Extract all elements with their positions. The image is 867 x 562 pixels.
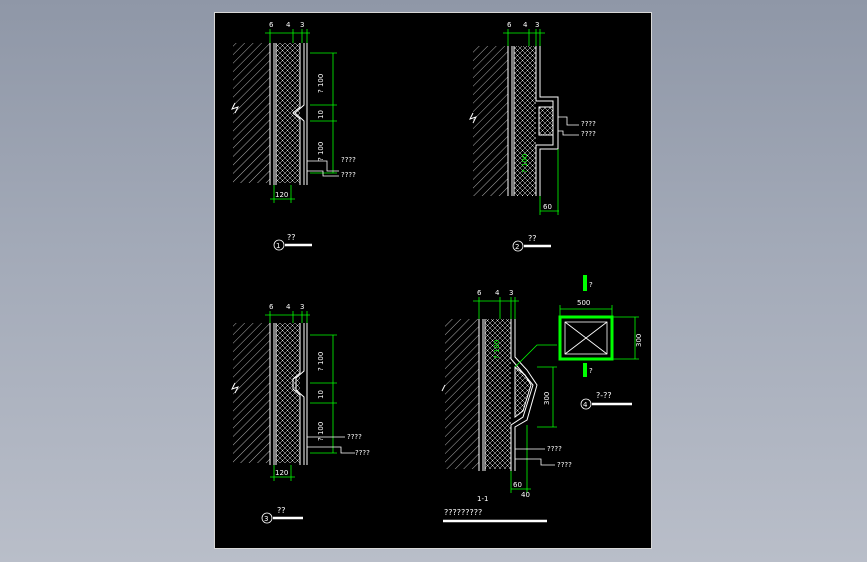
note-1: ???? (341, 156, 356, 164)
insulation-layer (514, 46, 536, 196)
dim-bottom-1: 60 (513, 481, 522, 489)
detail-4 (558, 275, 614, 377)
dim-bottom: 60 (543, 203, 552, 211)
detail-2-labels: 6 4 3 ? 100 60 ???? ???? (507, 21, 596, 211)
marker-1: 1 (276, 242, 280, 250)
title-2: ?? (528, 234, 537, 243)
detail-3-labels: 6 4 3 ? 100 10 ? 100 120 ???? ???? (269, 303, 370, 477)
cad-drawing: 6 4 3 ? 100 10 ? 100 120 ???? ???? 1 ?? (231, 21, 643, 524)
dim-top-3: 3 (509, 289, 513, 297)
detail-2 (469, 46, 559, 196)
insulation-layer (276, 323, 300, 463)
section-mark-bottom-label: ? (589, 367, 593, 375)
dim-top-2: 4 (523, 21, 528, 29)
dim-top-3: 3 (535, 21, 539, 29)
dim-side-1: ? 100 (317, 74, 325, 93)
dim-side-3: ? 100 (317, 142, 325, 161)
section-title-text: ????????? (444, 508, 482, 517)
title-1: ?? (287, 233, 296, 242)
dim-side-1: ? 100 (521, 154, 529, 173)
section-label: 1-1 (477, 495, 488, 503)
section-leaders (515, 448, 555, 466)
detail-2-dimensions (503, 29, 559, 215)
dim-top-1: 6 (477, 289, 482, 297)
section-mark-top (583, 275, 587, 291)
note-2: ???? (341, 171, 356, 179)
dim-side-1: ? 100 (493, 340, 501, 359)
dim-side-2: 10 (317, 390, 325, 399)
dim-top-1: 6 (269, 21, 274, 29)
note-1: ???? (347, 433, 362, 441)
section-mark-bottom (583, 363, 587, 377)
section-labels: 6 4 3 ? 100 300 60 40 ???? ???? 1-1 (477, 289, 572, 503)
title-3: ?? (277, 506, 286, 515)
dim-top-2: 4 (495, 289, 500, 297)
detail-3 (231, 323, 308, 465)
note-2: ???? (355, 449, 370, 457)
dim-width: 500 (577, 299, 590, 307)
dim-top-1: 6 (507, 21, 512, 29)
detail-2-leaders (558, 116, 579, 136)
dim-side-1: ? 100 (317, 352, 325, 371)
detail-1-labels: 6 4 3 ? 100 10 ? 100 120 ???? ???? (269, 21, 356, 199)
detail-4-labels: 500 300 ? ? (577, 281, 643, 375)
detail-1-leaders (307, 160, 339, 177)
dim-top-3: 3 (300, 303, 304, 311)
dim-side-2: 10 (317, 110, 325, 119)
dim-side-3: ? 100 (317, 422, 325, 441)
dim-top-1: 6 (269, 303, 274, 311)
detail-1-dimensions (265, 29, 337, 203)
marker-2: 2 (515, 243, 519, 251)
marker-4: 4 (583, 401, 588, 409)
drawing-sheet: 6 4 3 ? 100 10 ? 100 120 ???? ???? 1 ?? (214, 12, 652, 549)
box-outer (558, 315, 614, 361)
section-dimensions (473, 297, 557, 493)
title-4: ?-?? (596, 391, 612, 400)
insulation-layer (485, 319, 511, 469)
detail-2-title: 2 ?? (512, 234, 551, 252)
note-2: ???? (557, 461, 572, 469)
dim-bottom: 120 (275, 469, 288, 477)
section-title: ????????? (443, 508, 547, 523)
note-1: ???? (581, 120, 596, 128)
dim-top-2: 4 (286, 303, 291, 311)
note-2: ???? (581, 130, 596, 138)
wall-hatch (445, 319, 479, 469)
dim-top-3: 3 (300, 21, 304, 29)
detail-3-leaders (307, 436, 355, 454)
detail-1 (231, 43, 308, 185)
detail-1-title: 1 ?? (273, 233, 312, 251)
dim-top-2: 4 (286, 21, 291, 29)
detail-3-dimensions (265, 311, 337, 481)
note-1: ???? (547, 445, 562, 453)
detail-3-title: 3 ?? (261, 506, 303, 524)
wall-hatch (233, 43, 270, 183)
detail-4-title: 4 ?-?? (580, 391, 632, 410)
wall-hatch (473, 46, 508, 196)
dim-bottom: 120 (275, 191, 288, 199)
dim-height: 300 (635, 334, 643, 347)
wall-hatch (233, 323, 270, 463)
box-inner (564, 321, 608, 355)
section-detail (441, 319, 538, 471)
section-mark-top-label: ? (589, 281, 593, 289)
dim-side-2: 300 (543, 392, 551, 405)
detail-4-dimensions (559, 305, 639, 360)
marker-3: 3 (264, 515, 268, 523)
insulation-layer (276, 43, 300, 183)
dim-bottom-2: 40 (521, 491, 530, 499)
